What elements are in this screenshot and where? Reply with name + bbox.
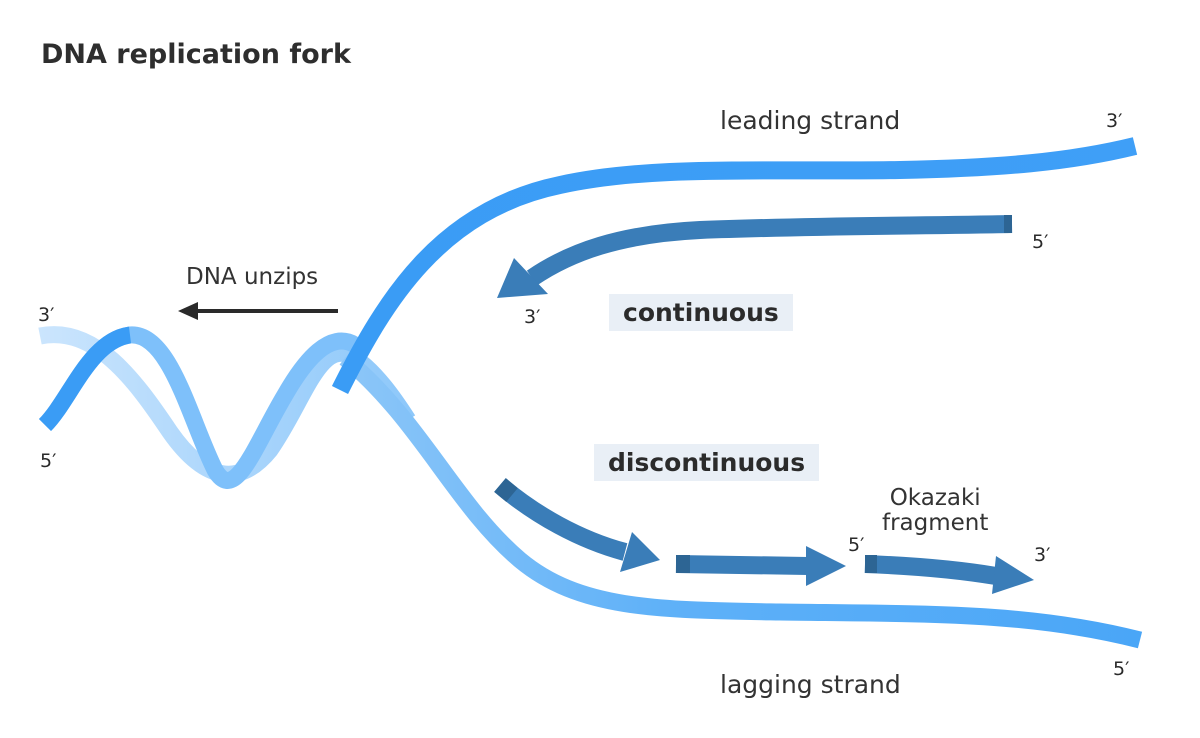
okazaki-fragment-2 [675, 555, 809, 575]
okazaki-fragment-2-arrowhead [806, 546, 846, 586]
continuous-label: continuous [609, 294, 793, 331]
okazaki-fragment-1 [494, 478, 628, 561]
helix-left-5prime-label: 5′ [40, 450, 57, 472]
dna-unzips-label: DNA unzips [186, 264, 319, 290]
okazaki-5prime-label: 5′ [848, 534, 865, 556]
okazaki-fragment-3 [864, 555, 998, 585]
okazaki-fragment-1-cap [494, 478, 518, 502]
leading-template-strand [331, 137, 1138, 395]
lagging-strand-label: lagging strand [720, 670, 901, 699]
helix-front-strand-shade [38, 326, 132, 432]
leading-strand-label: leading strand [720, 106, 901, 135]
okazaki-fragment-1-arrowhead [620, 532, 660, 572]
page-title: DNA replication fork [41, 39, 351, 70]
okazaki-label-line1: Okazaki [889, 485, 981, 511]
new-leading-strand [526, 215, 1013, 286]
okazaki-fragment-label: Okazaki fragment [882, 485, 989, 537]
okazaki-fragment-3-arrowhead [992, 556, 1034, 594]
discontinuous-label: discontinuous [594, 444, 820, 481]
continuous-arrowhead [497, 258, 548, 298]
unzips-arrowhead [178, 302, 198, 320]
new-leading-3prime-label: 3′ [524, 306, 541, 328]
okazaki-3prime-label: 3′ [1034, 544, 1051, 566]
leading-top-3prime-label: 3′ [1106, 110, 1123, 132]
helix-left-3prime-label: 3′ [38, 304, 55, 326]
new-leading-5prime-label: 5′ [1032, 231, 1049, 253]
lagging-template-strand [339, 351, 1143, 649]
lagging-bottom-5prime-label: 5′ [1113, 658, 1130, 680]
okazaki-label-line2: fragment [882, 510, 989, 537]
